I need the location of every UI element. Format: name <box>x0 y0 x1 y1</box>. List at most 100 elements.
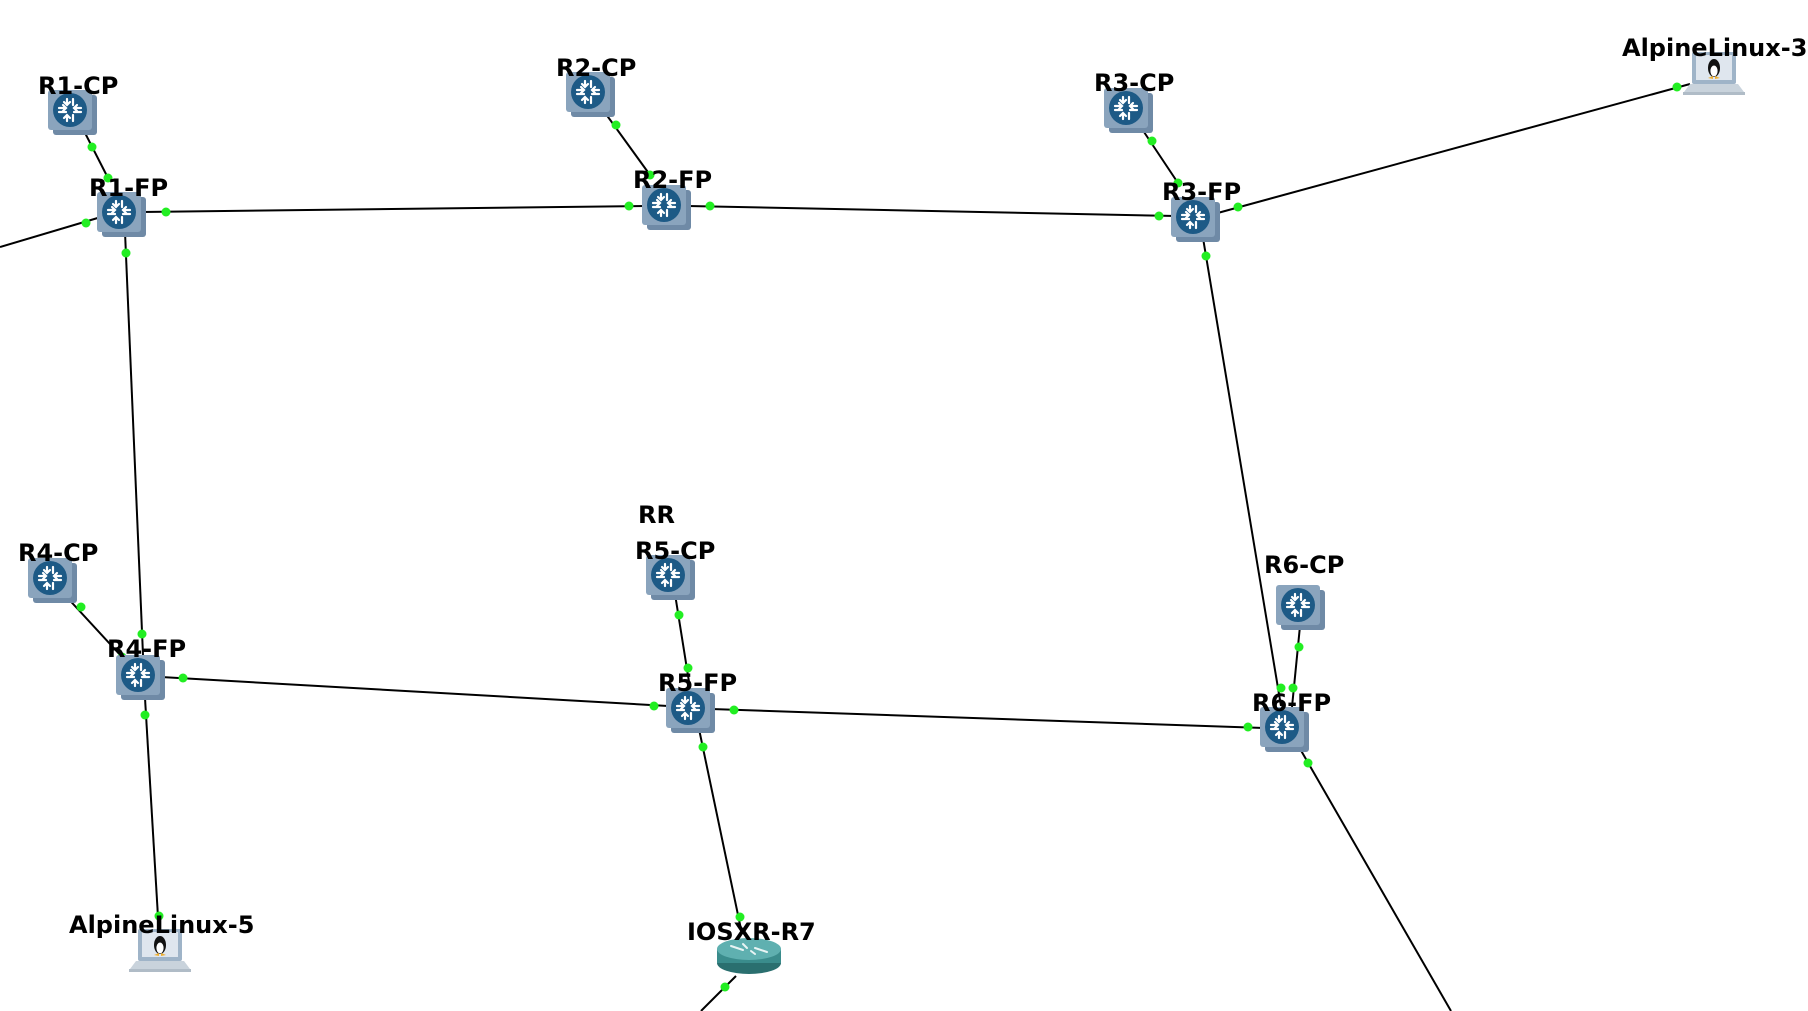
router-disc <box>1176 200 1210 234</box>
link-R1-FP-R2-FP[interactable] <box>141 205 647 213</box>
link-R3-FP-R6-FP[interactable] <box>1202 237 1282 707</box>
router-arrow-glyph <box>42 565 52 575</box>
router-arrow-glyph <box>121 205 132 215</box>
router-arrow-glyph <box>590 85 601 95</box>
tux-feet <box>154 953 166 956</box>
port-status-dot <box>154 911 164 921</box>
router-arrow-glyph <box>111 199 121 209</box>
node-label-AlpineLinux-5[interactable]: AlpineLinux-5 <box>69 911 254 939</box>
link-R1-FP-R4-FP[interactable] <box>124 231 144 656</box>
juniper-router-icon[interactable] <box>1171 197 1220 242</box>
node-label-R3-CP[interactable]: R3-CP <box>1094 69 1174 97</box>
router-arrow-glyph <box>125 668 136 678</box>
cisco-arrow-glyph <box>750 950 756 955</box>
cisco-router-icon[interactable] <box>717 938 781 974</box>
node-label-R4-CP[interactable]: R4-CP <box>18 539 98 567</box>
router-arrow-glyph <box>1269 720 1280 730</box>
link-R2-FP-R3-FP[interactable] <box>687 205 1177 217</box>
port-status-dot <box>87 142 97 152</box>
router-arrow-glyph <box>1274 714 1284 724</box>
router-disc <box>102 195 136 229</box>
port-status-dot <box>1173 178 1183 188</box>
router-arrow-glyph <box>62 97 72 107</box>
router-disc <box>33 561 67 595</box>
juniper-router-icon[interactable] <box>1104 88 1153 133</box>
links-layer <box>0 83 1691 1011</box>
link-R6-CP-R6-FP[interactable] <box>1291 625 1301 708</box>
port-status-dot <box>1201 251 1211 261</box>
node-label-IOSXR-R7[interactable]: IOSXR-R7 <box>687 918 816 946</box>
port-status-dot <box>1243 722 1253 732</box>
node-label-R3-FP[interactable]: R3-FP <box>1162 178 1241 206</box>
port-status-dot <box>137 629 147 639</box>
tux-belly <box>156 942 164 954</box>
juniper-router-icon[interactable] <box>48 90 97 135</box>
router-arrow-glyph <box>106 205 117 215</box>
port-status-dot <box>674 610 684 620</box>
router-arrow-glyph <box>680 695 690 705</box>
link-R5-FP-R6-FP[interactable] <box>710 708 1265 729</box>
cisco-arrow-glyph <box>754 947 768 953</box>
link-R6-FP-offscreen-bottom[interactable] <box>1298 746 1452 1011</box>
juniper-router-icon[interactable] <box>1276 585 1325 630</box>
router-arrow-glyph <box>1180 210 1191 220</box>
port-status-dot <box>161 207 171 217</box>
port-status-dot <box>683 663 693 673</box>
linux-host-icon[interactable] <box>129 929 191 972</box>
port-status-dot <box>1288 683 1298 693</box>
router-arrow-glyph <box>580 95 590 105</box>
router-arrow-glyph <box>111 215 121 225</box>
router-arrow-glyph <box>52 571 63 581</box>
router-disc <box>1281 588 1315 622</box>
node-label-R4-FP[interactable]: R4-FP <box>107 635 186 663</box>
juniper-router-icon[interactable] <box>28 558 77 603</box>
link-R1-CP-R1-FP[interactable] <box>81 126 109 179</box>
juniper-router-icon[interactable] <box>646 555 695 600</box>
port-status-dot <box>1147 136 1157 146</box>
router-arrow-glyph <box>57 103 68 113</box>
link-R3-FP-AlpineLinux-3[interactable] <box>1213 83 1691 215</box>
linux-host-icon[interactable] <box>1683 52 1745 95</box>
link-R3-CP-R3-FP[interactable] <box>1139 125 1179 184</box>
juniper-router-icon[interactable] <box>97 192 146 237</box>
host-keyboard-base <box>130 961 190 969</box>
tux-feet <box>1708 76 1720 79</box>
port-status-dot <box>611 120 621 130</box>
juniper-router-icon[interactable] <box>666 688 715 733</box>
node-label-R1-CP[interactable]: R1-CP <box>38 72 118 100</box>
node-label-R1-FP[interactable]: R1-FP <box>89 174 168 202</box>
link-R4-FP-R5-FP[interactable] <box>160 676 669 707</box>
router-arrow-glyph <box>666 198 677 208</box>
juniper-router-icon[interactable] <box>642 185 691 230</box>
port-status-dot <box>76 602 86 612</box>
port-status-dot <box>624 201 634 211</box>
node-label-R2-FP[interactable]: R2-FP <box>633 166 712 194</box>
node-label-R6-FP[interactable]: R6-FP <box>1252 689 1331 717</box>
port-status-dot <box>698 742 708 752</box>
node-label-R5-FP[interactable]: R5-FP <box>658 669 737 697</box>
nodes-layer <box>28 52 1745 974</box>
router-arrow-glyph <box>655 568 666 578</box>
node-label-R2-CP[interactable]: R2-CP <box>556 54 636 82</box>
link-IOSXR-R7-offscreen-bottom[interactable] <box>700 975 737 1011</box>
router-arrow-glyph <box>1300 598 1311 608</box>
juniper-router-icon[interactable] <box>1260 707 1309 752</box>
router-arrow-glyph <box>1285 598 1296 608</box>
juniper-router-icon[interactable] <box>566 72 615 117</box>
node-label-R6-CP[interactable]: R6-CP <box>1264 551 1344 579</box>
link-R2-CP-R2-FP[interactable] <box>602 109 651 176</box>
link-R4-FP-AlpineLinux-5[interactable] <box>144 697 160 935</box>
annotation-rr[interactable]: RR <box>638 501 675 529</box>
port-status-dot <box>729 705 739 715</box>
port-status-dot <box>140 710 150 720</box>
link-R5-FP-IOSXR-R7[interactable] <box>698 728 743 935</box>
node-label-R5-CP[interactable]: R5-CP <box>635 537 715 565</box>
host-keyboard-base <box>1684 84 1744 92</box>
port-dots-layer <box>76 82 1682 992</box>
router-disc <box>647 188 681 222</box>
node-label-AlpineLinux-3[interactable]: AlpineLinux-3 <box>1622 34 1807 62</box>
juniper-router-icon[interactable] <box>116 655 165 700</box>
link-R4-CP-R4-FP[interactable] <box>62 592 123 658</box>
router-disc <box>571 75 605 109</box>
